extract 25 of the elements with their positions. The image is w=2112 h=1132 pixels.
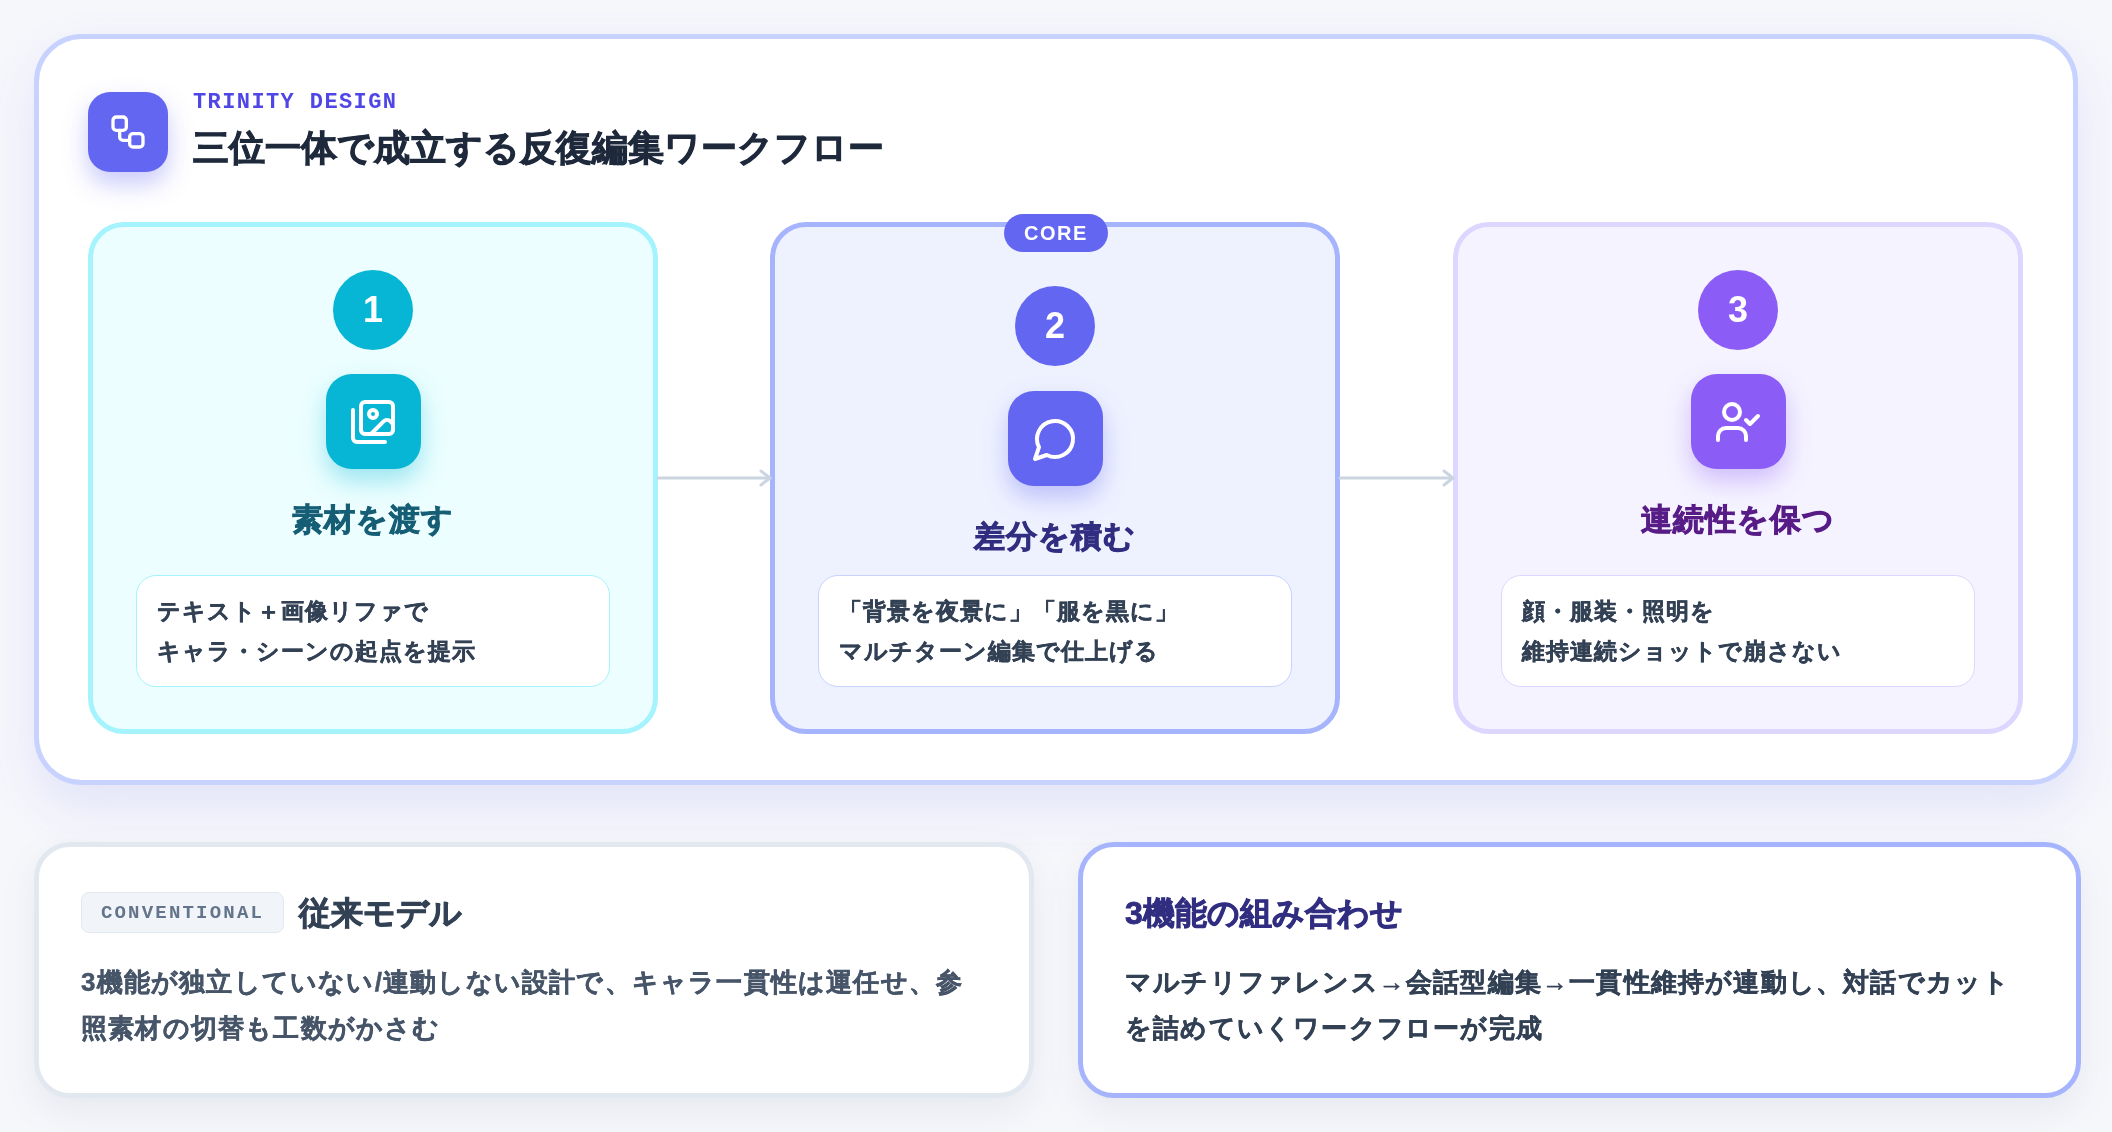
arrow (656, 469, 772, 487)
comparison-card (1078, 842, 2081, 1098)
step-card (770, 222, 1340, 734)
step-number: 3 (1698, 270, 1778, 350)
workflow-panel (34, 34, 2078, 785)
card-text: 3機能が独立していない/連動しない設計で、キャラ一貫性は運任せ、参照素材の切替も工数がかさむ (81, 966, 965, 1045)
card-text: マルチリファレンス→会話型編集→一貫性維持が連動し、対話でカットを詰めていくワークフローが完成 (1125, 966, 2012, 1045)
card-title: 従来モデル (299, 894, 462, 933)
eyebrow-label: TRINITY DESIGN (193, 90, 398, 116)
step-description: テキスト＋画像リファでキャラ・シーンの起点を提示 (136, 575, 610, 687)
step-number: 1 (333, 270, 413, 350)
step-title: 連続性を保つ (1641, 501, 1835, 539)
category-tag: CONVENTIONAL (81, 892, 284, 933)
step-number: 2 (1015, 286, 1095, 366)
arrow (1338, 469, 1455, 487)
step-title: 素材を渡す (292, 501, 454, 539)
card-title: 3機能の組み合わせ (1125, 894, 1403, 933)
step-card (88, 222, 658, 734)
step-card (1453, 222, 2023, 734)
step-title: 差分を積む (974, 518, 1136, 556)
step-description: 「背景を夜景に」「服を黒に」マルチターン編集で仕上げる (818, 575, 1292, 687)
step-description: 顔・服装・照明を維持連続ショットで崩さない (1501, 575, 1975, 687)
panel-title: 三位一体で成立する反復編集ワークフロー (193, 126, 884, 170)
comparison-card (34, 842, 1034, 1098)
core-label: CORE (1004, 214, 1108, 252)
